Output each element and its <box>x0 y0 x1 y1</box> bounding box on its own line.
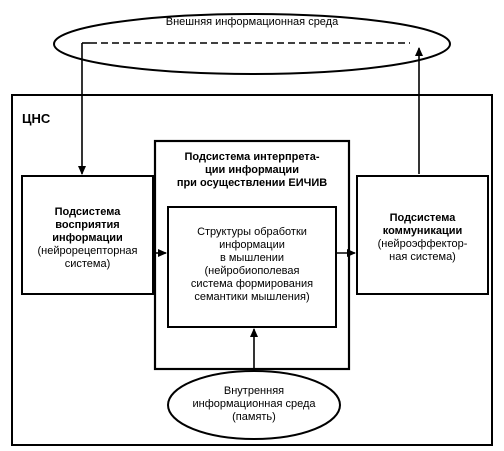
internal-env-line: информационная среда <box>192 398 316 410</box>
communication-box <box>356 175 489 295</box>
interpretation-title-line: при осуществлении ЕИЧИВ <box>176 177 328 189</box>
communication-sub-line: ная система) <box>389 251 456 263</box>
processing-line: информации <box>219 239 285 251</box>
internal-env-label: Внутренняя информационная среда (память) <box>174 385 334 424</box>
internal-env-line: (память) <box>232 411 276 423</box>
cns-frame <box>11 94 493 446</box>
interpretation-title-line: ции информации <box>205 164 299 176</box>
perception-sub-line: (нейрорецепторная <box>37 245 138 257</box>
processing-line: (нейробиополевая <box>204 265 300 277</box>
communication-title-line: коммуникации <box>382 225 463 237</box>
interpretation-title: Подсистема интерпрета- ции информации пр… <box>158 151 346 190</box>
processing-structures-label: Структуры обработки информации в мышлени… <box>170 226 334 304</box>
perception-sub-line: система) <box>64 258 111 270</box>
internal-env-ellipse <box>167 370 341 440</box>
perception-title-line: информации <box>52 232 123 244</box>
processing-line: семантики мышления) <box>194 291 310 303</box>
perception-title-line: Подсистема <box>54 206 121 218</box>
external-env-label: Внешняя информационная среда <box>165 16 339 28</box>
communication-label: Подсистема коммуникации (нейроэффектор- … <box>359 212 486 264</box>
perception-label: Подсистема восприятия информации (нейрор… <box>24 206 151 271</box>
cns-label: ЦНС <box>22 111 51 126</box>
processing-structures-box <box>167 206 337 328</box>
processing-line: в мышлении <box>219 252 285 264</box>
perception-title-line: восприятия <box>55 219 120 231</box>
communication-title-line: Подсистема <box>389 212 456 224</box>
internal-env-line: Внутренняя <box>223 385 285 397</box>
interpretation-title-line: Подсистема интерпрета- <box>184 151 320 163</box>
perception-box <box>21 175 154 295</box>
external-env-ellipse <box>53 13 451 75</box>
processing-line: Структуры обработки <box>197 226 307 238</box>
communication-sub-line: (нейроэффектор- <box>377 238 468 250</box>
processing-line: система формирования <box>190 278 314 290</box>
